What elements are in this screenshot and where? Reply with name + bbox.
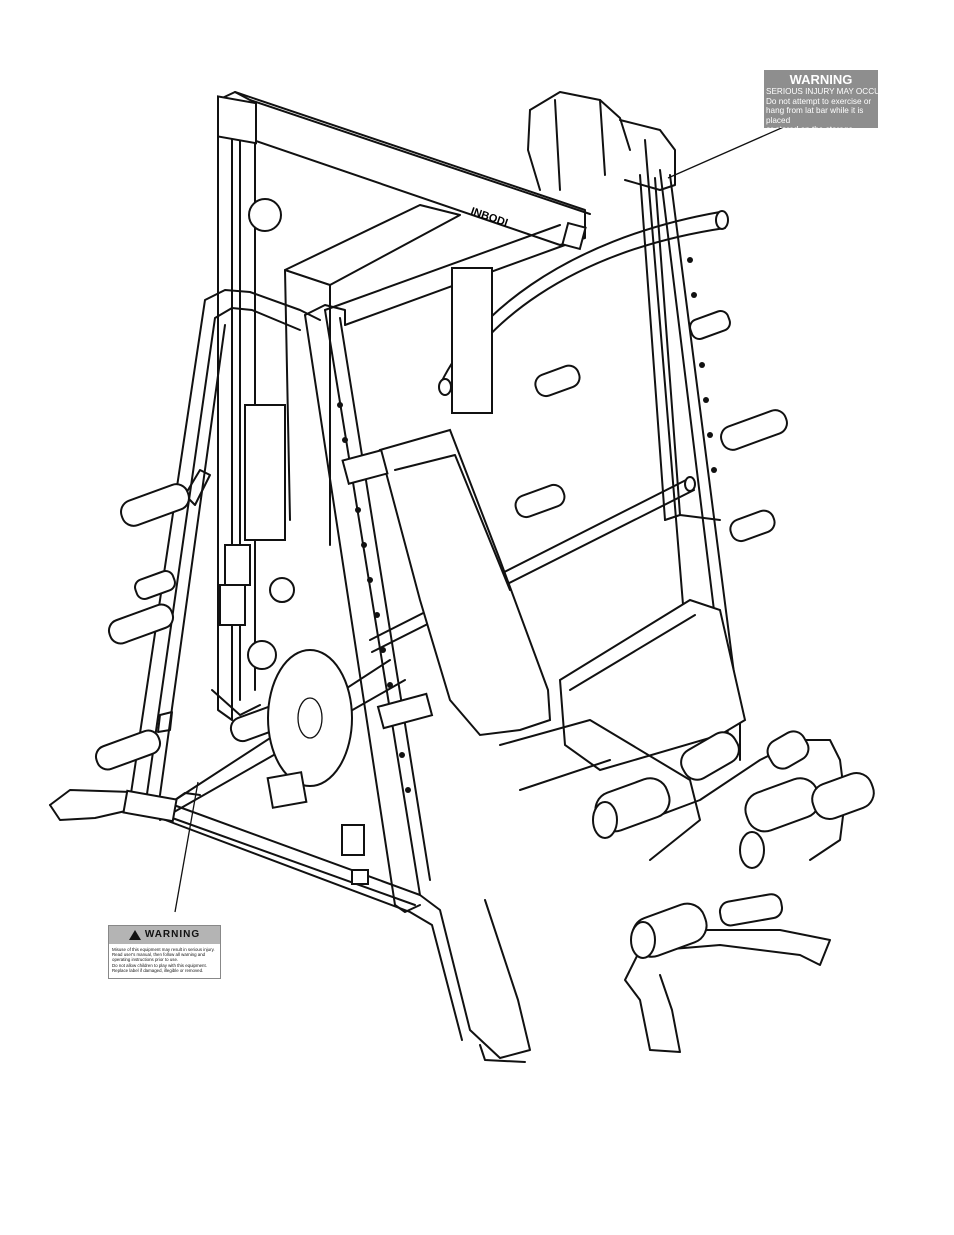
bottom-label-pointer bbox=[174, 781, 199, 913]
warning-top-title: WARNING bbox=[789, 72, 853, 87]
bench-seat bbox=[558, 598, 747, 772]
warning-top-subtitle: SERIOUS INJURY MAY OCCUR bbox=[766, 87, 878, 96]
warning-label-bottom: WARNING Misuse of this equipment may res… bbox=[108, 925, 221, 979]
plate-storage-horns-right bbox=[514, 310, 788, 543]
leg-roller-pads bbox=[592, 730, 875, 959]
warning-bottom-header: WARNING bbox=[109, 926, 220, 944]
brand-mark: INBODI bbox=[469, 205, 509, 229]
bar-carriages bbox=[219, 221, 587, 885]
front-left-frame bbox=[122, 289, 321, 823]
bench-frame bbox=[499, 719, 846, 1053]
warning-bottom-text: Misuse of this equipment may result in s… bbox=[112, 947, 215, 973]
warning-label-top: WARNING SERIOUS INJURY MAY OCCUR Do not … bbox=[764, 70, 878, 128]
warning-triangle-icon bbox=[128, 930, 141, 940]
weight-plate bbox=[266, 649, 353, 809]
bench-backrest bbox=[378, 428, 552, 737]
front-guide-rail-left bbox=[304, 304, 431, 913]
top-cross-beam: INBODI bbox=[217, 91, 591, 246]
top-label-pointer bbox=[667, 121, 796, 179]
weight-stack bbox=[244, 198, 493, 670]
warning-bottom-title: WARNING bbox=[144, 929, 201, 940]
warning-top-text: Do not attempt to exercise or hang from … bbox=[766, 96, 872, 129]
